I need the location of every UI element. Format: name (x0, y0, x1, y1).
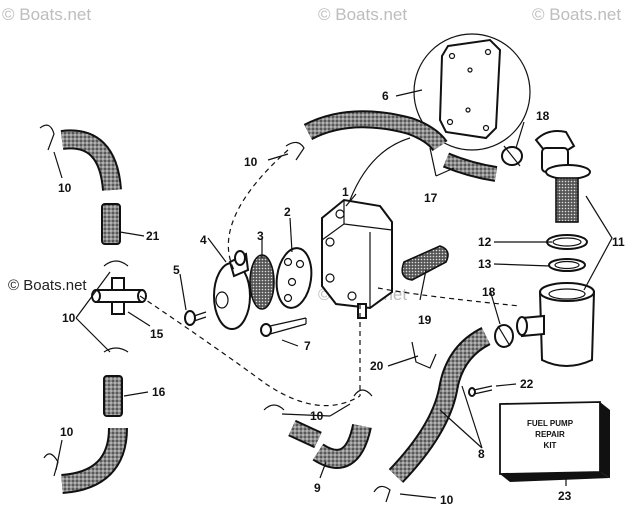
gasket-inset (413, 33, 531, 151)
pump-cover (213, 250, 251, 330)
callout-23: 23 (558, 489, 572, 503)
leader-lines (53, 89, 613, 499)
cover-screw (184, 310, 207, 326)
callout-4: 4 (200, 233, 207, 247)
callout-6: 6 (382, 89, 389, 103)
hose-9 (288, 419, 372, 469)
clip-lower-middle-a (263, 404, 285, 411)
hose-clamp-top (501, 145, 523, 167)
tee-fitting-15 (91, 277, 147, 315)
callout-5: 5 (173, 263, 180, 277)
hose-16 (103, 375, 123, 417)
fuel-pump-body (321, 198, 393, 319)
callout-19: 19 (418, 313, 432, 327)
callout-22: 22 (520, 377, 534, 391)
hose-21 (101, 203, 121, 245)
bracket-20 (411, 341, 437, 369)
kit-label-line2: REPAIR (535, 430, 565, 439)
pump-bolt (260, 317, 307, 337)
callout-16: 16 (152, 385, 166, 399)
screw-22 (468, 385, 493, 397)
watermark-top-middle: © Boats.net (318, 5, 407, 24)
callout-7: 7 (304, 339, 311, 353)
callout-10-lower-middle: 10 (310, 409, 324, 423)
pump-gasket (401, 245, 449, 281)
clip-left-top (39, 124, 55, 151)
callout-3: 3 (257, 229, 264, 243)
kit-label-line3: KIT (544, 441, 557, 450)
callout-10-left-bottom: 10 (60, 425, 74, 439)
callout-1: 1 (342, 185, 349, 199)
fuel-filter-assembly (516, 130, 596, 367)
callout-10-left-top: 10 (58, 181, 72, 195)
callout-10-left-mid: 10 (62, 311, 76, 325)
callout-21: 21 (146, 229, 160, 243)
callout-13: 13 (478, 257, 492, 271)
clip-left-bottom (43, 453, 59, 477)
callout-11: 11 (612, 235, 625, 249)
callout-12: 12 (478, 235, 492, 249)
callout-15: 15 (150, 327, 164, 341)
clip-left-mid-a (103, 260, 129, 267)
repair-kit-box: FUEL PUMP REPAIR KIT (499, 401, 610, 482)
left-hose-elbow-bottom (60, 427, 128, 494)
watermark-mid-left: © Boats.net (8, 277, 87, 294)
callout-numbers: 1 2 3 4 5 6 7 8 9 10 10 10 10 10 10 11 1… (58, 89, 625, 507)
clip-lower-middle-b (353, 389, 373, 397)
clip-bottom-right (373, 485, 391, 503)
kit-label-line1: FUEL PUMP (527, 419, 574, 428)
callout-20: 20 (370, 359, 384, 373)
callout-10-bottom-right: 10 (440, 493, 454, 507)
callout-18-top: 18 (536, 109, 550, 123)
callout-17: 17 (424, 191, 438, 205)
dashed-routing-lines (139, 149, 521, 407)
callout-9: 9 (314, 481, 321, 495)
left-hose-elbow-top (60, 129, 122, 192)
watermark-top-right: © Boats.net (532, 5, 621, 24)
callout-10-upper-middle: 10 (244, 155, 258, 169)
top-fuel-hose (303, 110, 498, 201)
pump-screen (249, 254, 275, 310)
hose-clamp-lower (494, 324, 514, 348)
hose-8 (388, 327, 491, 483)
diaphragm-plate (275, 247, 313, 309)
watermark-top-left: © Boats.net (2, 5, 91, 24)
clip-upper-middle (285, 141, 305, 161)
callout-18-lower: 18 (482, 285, 496, 299)
callout-2: 2 (284, 205, 291, 219)
clip-left-mid-b (103, 347, 129, 353)
callout-8: 8 (478, 447, 485, 461)
